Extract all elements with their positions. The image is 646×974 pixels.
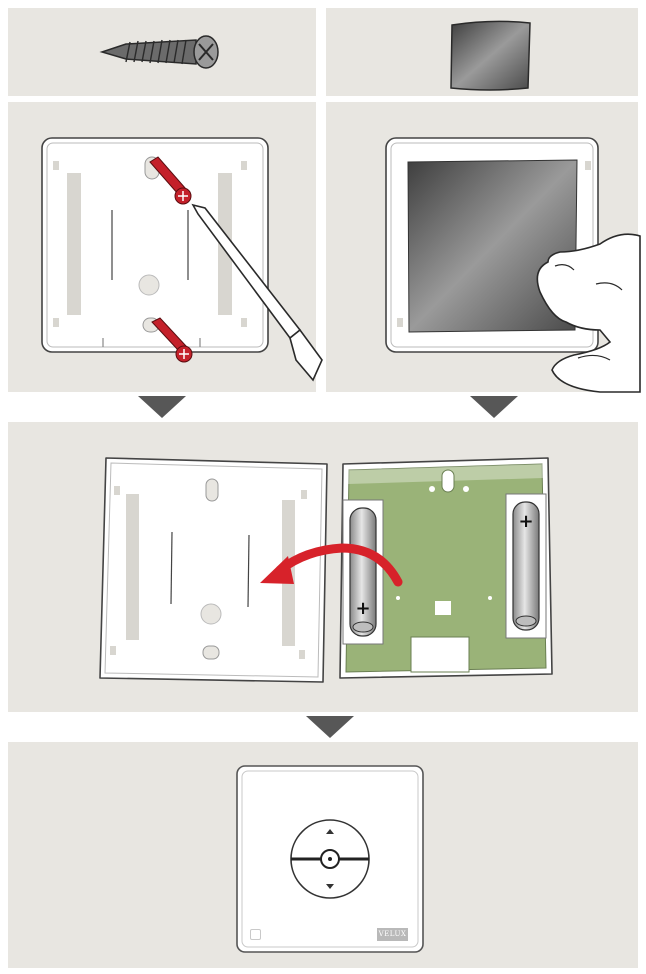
- wall-bracket: [41, 137, 269, 353]
- brand-logo: VELUX: [377, 928, 408, 941]
- battery-compartment: [339, 457, 553, 679]
- screwdriver-icon: [191, 203, 323, 382]
- battery-icon: [342, 499, 384, 645]
- arrow-down-icon: [306, 716, 354, 738]
- hand-icon: [536, 233, 641, 393]
- remote-control-icon: [236, 765, 424, 953]
- front-cover-back: [99, 457, 328, 683]
- adhesive-pad-icon: [450, 20, 531, 91]
- battery-icon: [505, 493, 547, 639]
- red-screw-icon: [151, 317, 193, 363]
- battery-plus-mark: +: [355, 598, 370, 619]
- red-curved-arrow-icon: [260, 543, 403, 587]
- adhesive-pad: [407, 159, 578, 333]
- screw-icon: [99, 35, 219, 69]
- red-screw-icon: [149, 156, 192, 205]
- led-indicator: [250, 929, 261, 940]
- battery-plus-mark: +: [518, 511, 533, 532]
- arrow-down-icon: [470, 396, 518, 418]
- arrow-down-icon: [138, 396, 186, 418]
